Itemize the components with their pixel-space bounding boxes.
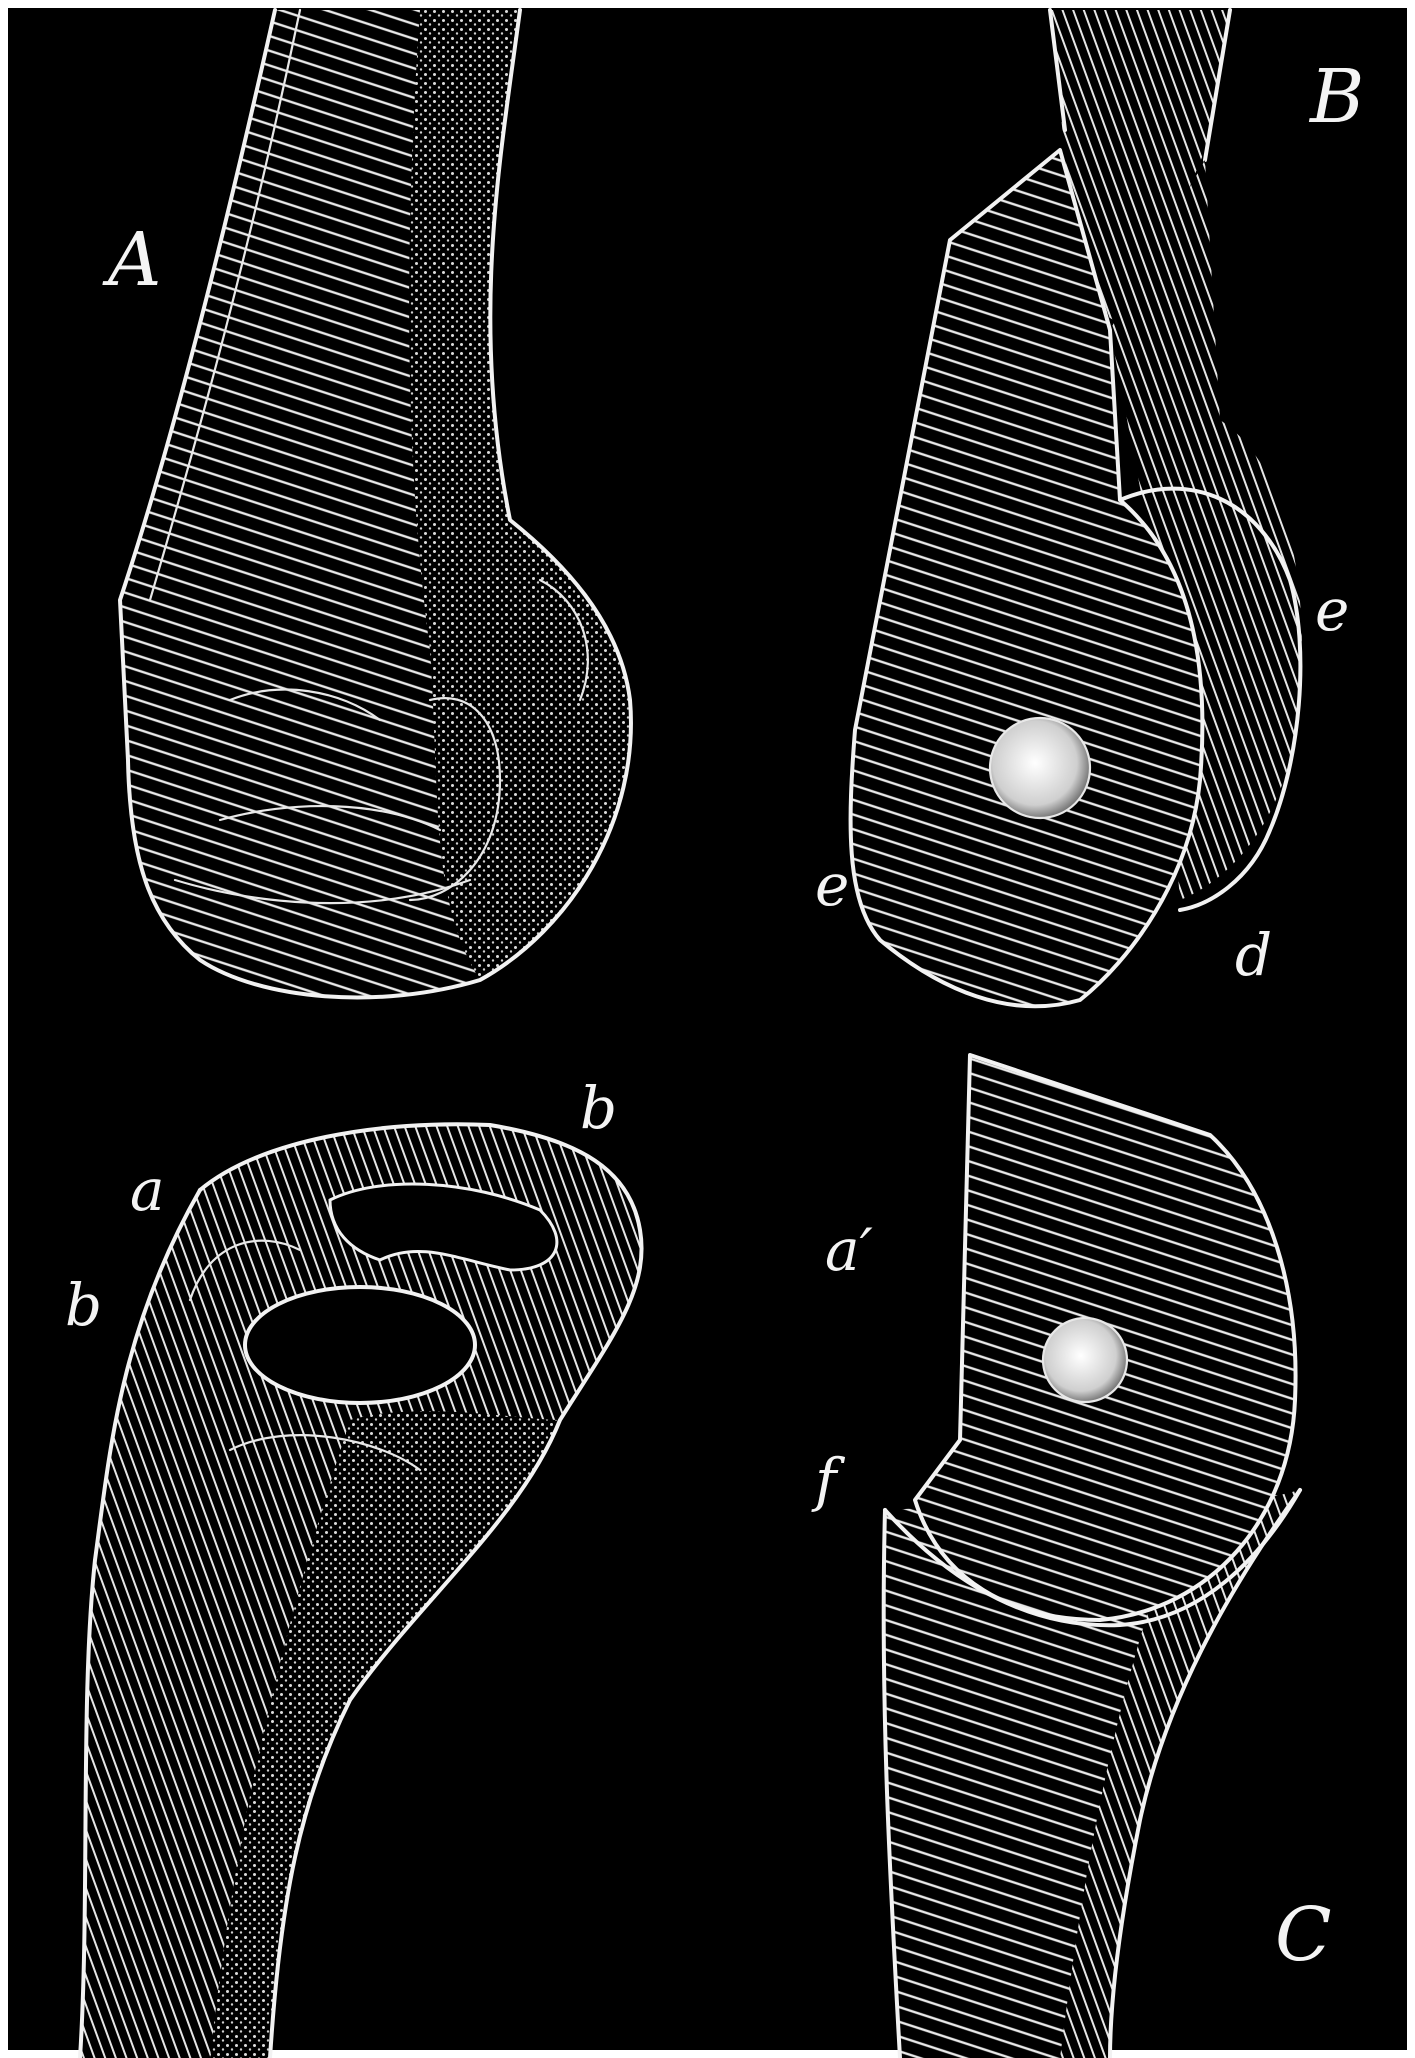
label-b-right: b (580, 1074, 617, 1142)
label-b-left: b (65, 1271, 102, 1339)
label-d: d (1235, 921, 1272, 989)
label-a-prime: a′ (825, 1216, 873, 1284)
label-a: a (130, 1156, 165, 1224)
label-e-left: e (815, 851, 849, 919)
label-A: A (102, 217, 161, 303)
label-C: C (1275, 1892, 1332, 1978)
label-e-right: e (1315, 576, 1349, 644)
label-B: B (1308, 54, 1364, 140)
